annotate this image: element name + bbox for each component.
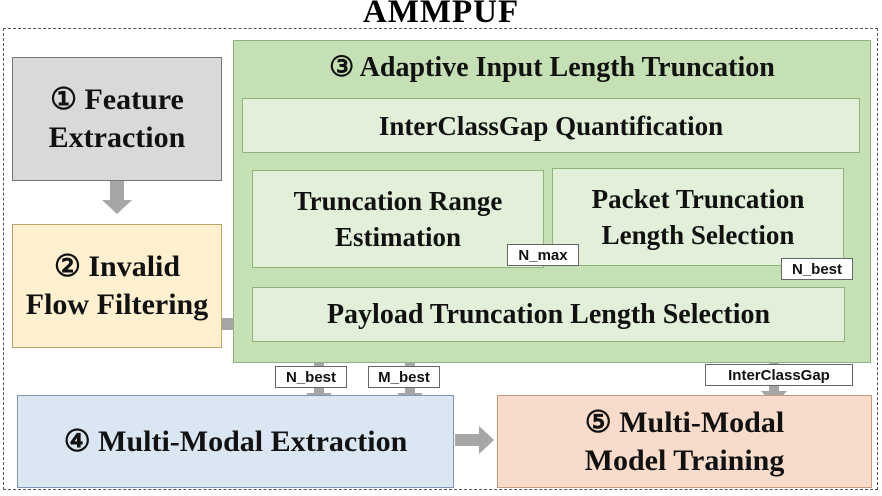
n-best-label-right: N_best [781, 258, 853, 280]
diagram-title: AMMPUF [362, 0, 520, 30]
arrow-extraction-to-training [455, 426, 494, 454]
adaptive-truncation-title: ③ Adaptive Input Length Truncation [329, 52, 775, 83]
ammpuf-frame [3, 28, 878, 490]
interclassgap-quantification-step: InterClassGap Quantification [242, 98, 860, 153]
n-best-label-bottom: N_best [275, 366, 347, 388]
arrow-feature-to-invalid [102, 181, 132, 214]
interclassgap-label: InterClassGap [705, 364, 853, 386]
feature-extraction-line2: Extraction [48, 121, 186, 154]
packet-truncation-line1: Packet Truncation [591, 184, 805, 214]
feature-extraction-line1: ① Feature [50, 83, 184, 116]
invalid-flow-line2: Flow Filtering [25, 288, 209, 321]
invalid-flow-line1: ② Invalid [53, 250, 181, 283]
range-estimation-line2: Estimation [334, 222, 461, 252]
model-training-line2: Model Training [584, 443, 785, 477]
packet-truncation-line2: Length Selection [601, 220, 795, 250]
multimodal-extraction-module: ④ Multi-Modal Extraction [17, 395, 454, 488]
n-max-label: N_max [507, 244, 579, 266]
payload-truncation-length-step: Payload Truncation Length Selection [252, 287, 845, 342]
model-training-line1: ⑤ Multi-Modal [584, 405, 785, 439]
m-best-label-bottom: M_best [368, 366, 440, 388]
range-estimation-line1: Truncation Range [293, 186, 503, 216]
